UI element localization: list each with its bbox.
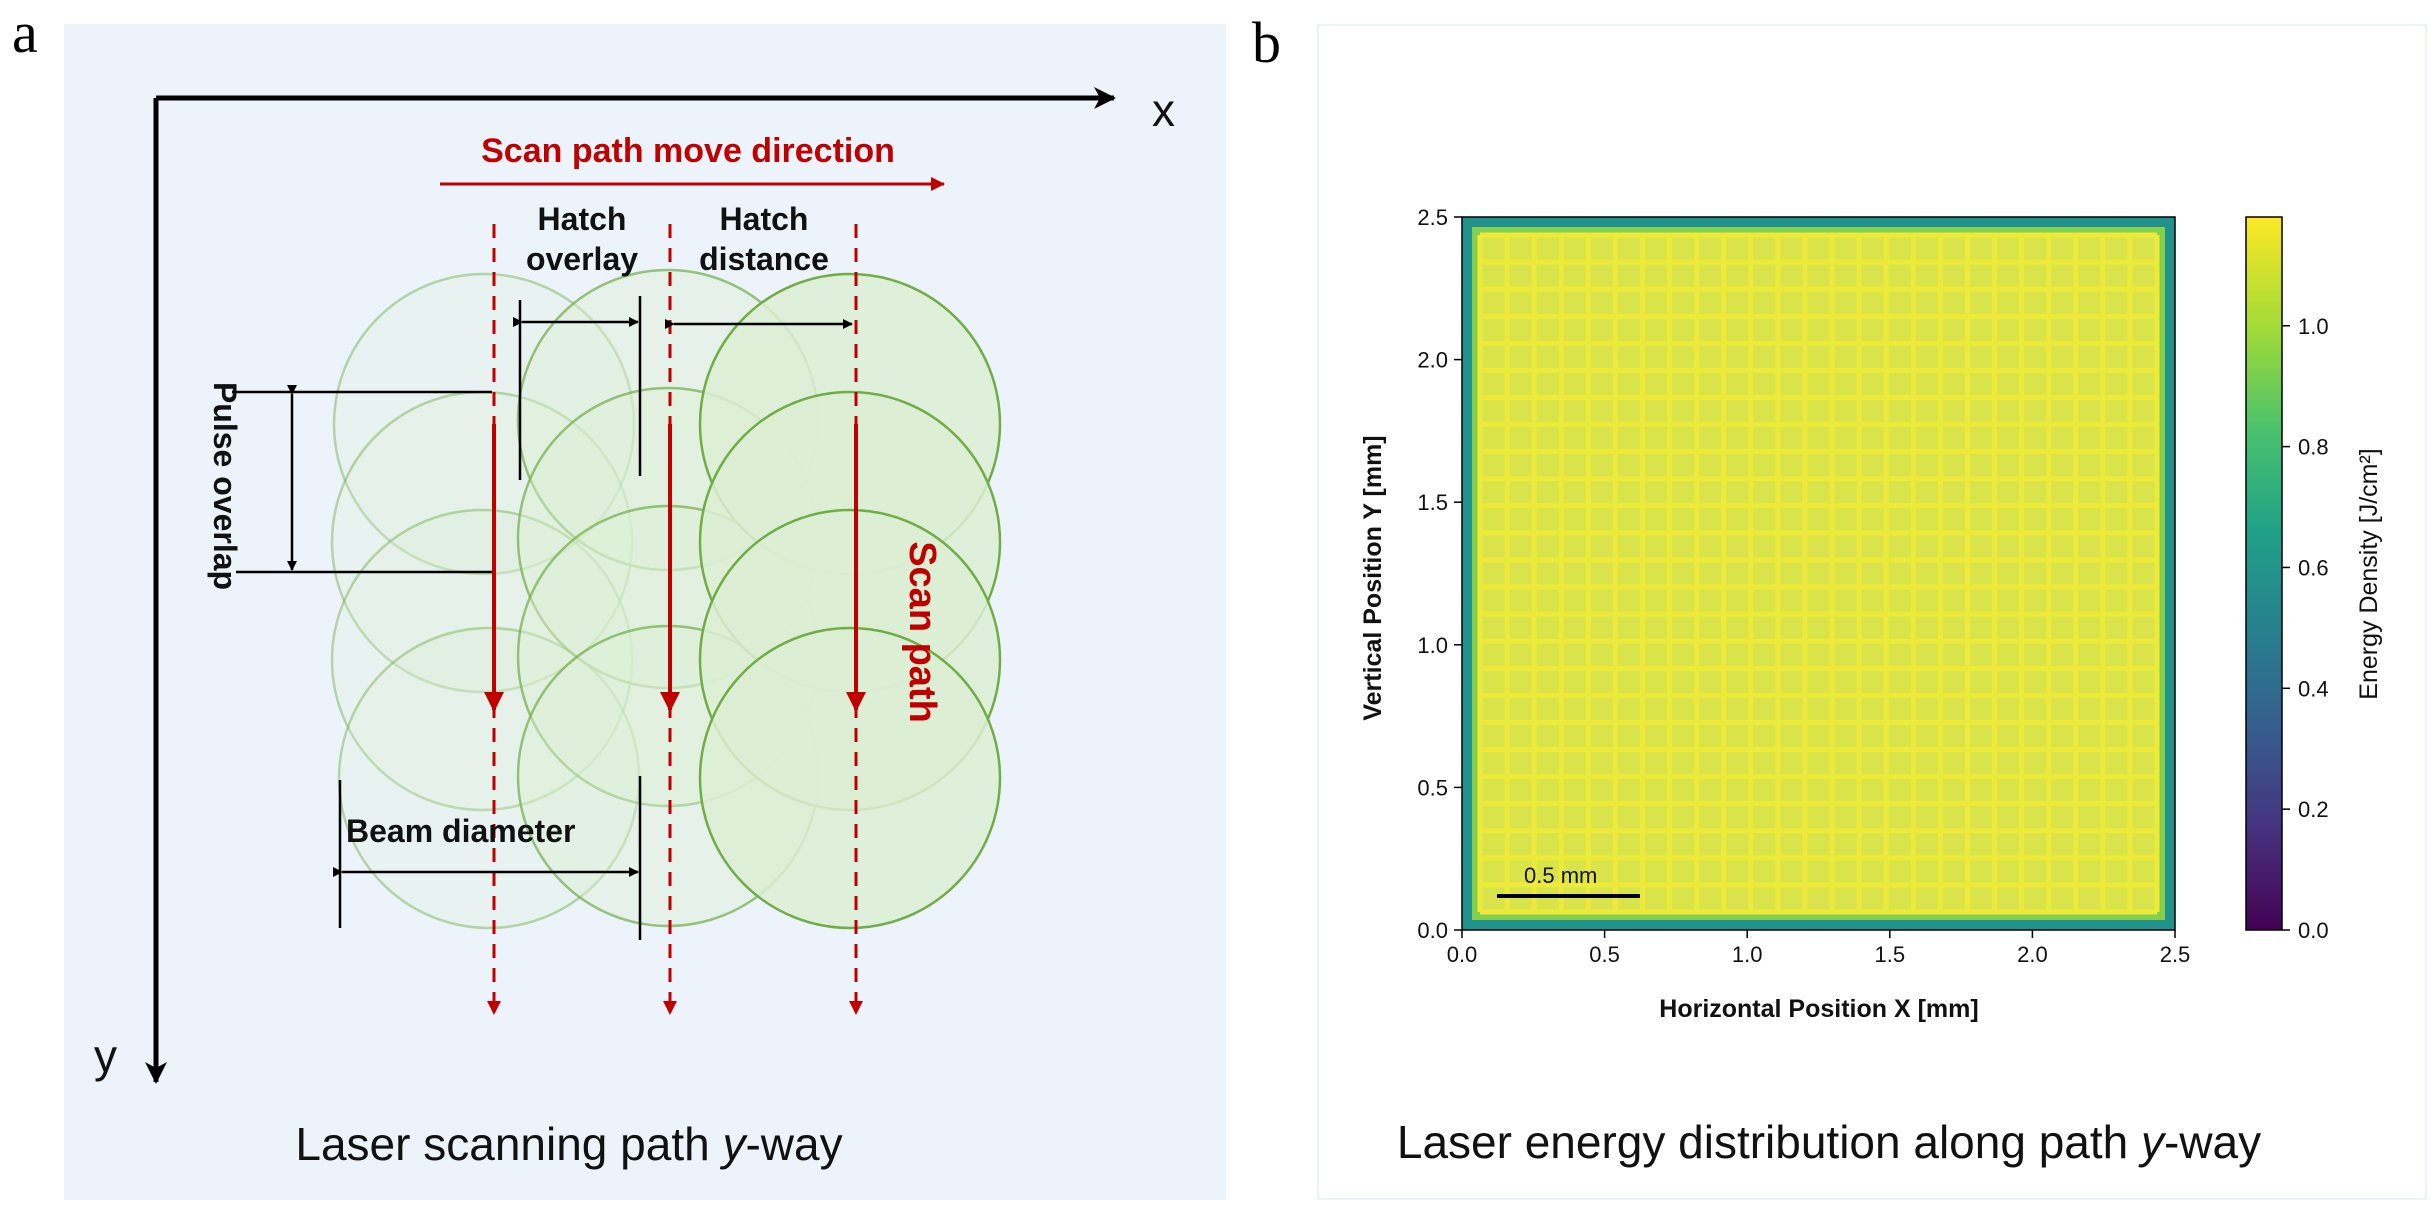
- y-tick-label: 2.5: [1417, 205, 1448, 230]
- x-tick-label: 0.5: [1589, 942, 1620, 967]
- panel-a-caption: Laser scanning path y-way: [295, 1118, 842, 1170]
- beam-spot: [698, 626, 1002, 930]
- caption-prefix: Laser scanning path: [295, 1118, 722, 1170]
- colorbar: [2245, 216, 2283, 931]
- caption-prefix: Laser energy distribution along path: [1397, 1116, 2141, 1168]
- x-tick-label: 1.0: [1732, 942, 1763, 967]
- energy-heatmap-svg: 0.0 0.5 1.0 1.5 2.0 2.5 0.0 0.5 1.0 1.5 2.0 2.5 Hor…: [1359, 205, 2383, 1168]
- scan-move-direction-label: Scan path move direction: [481, 132, 895, 170]
- panel-b-letter: b: [1252, 10, 1281, 75]
- y-tick-label: 0.5: [1417, 775, 1448, 800]
- beam-spot: [332, 272, 636, 576]
- x-tick-label: 2.0: [2017, 942, 2048, 967]
- plot-frame: [1461, 216, 2176, 931]
- axis-y-label: y: [94, 1030, 117, 1082]
- y-tick-label: 0.0: [1417, 918, 1448, 943]
- colorbar-tick-label: 0.2: [2298, 797, 2329, 822]
- y-tick-label: 2.0: [1417, 348, 1448, 373]
- x-axis-title: Horizontal Position X [mm]: [1659, 995, 1978, 1023]
- caption-italic: y: [719, 1118, 748, 1170]
- beam-spots-column-3: [698, 272, 1002, 930]
- panel-a-letter: a: [12, 0, 38, 65]
- colorbar-label: Energy Density [J/cm²]: [2355, 448, 2383, 699]
- y-axis-title: Vertical Position Y [mm]: [1359, 435, 1387, 720]
- colorbar-tick-label: 0.4: [2298, 676, 2329, 701]
- beam-diameter-label: Beam diameter: [346, 813, 575, 849]
- scale-bar-label: 0.5 mm: [1524, 863, 1597, 888]
- heatmap-field: [1480, 235, 2157, 912]
- y-tick-label: 1.5: [1417, 490, 1448, 515]
- colorbar-tick-label: 0.6: [2298, 555, 2329, 580]
- hatch-distance-label-line2: distance: [699, 241, 829, 277]
- hatch-distance-label-line1: Hatch: [720, 201, 809, 237]
- caption-suffix: -way: [2164, 1116, 2261, 1168]
- energy-distribution-panel: 0.0 0.5 1.0 1.5 2.0 2.5 0.0 0.5 1.0 1.5 2.0 2.5 Hor…: [1317, 24, 2427, 1200]
- y-tick-label: 1.0: [1417, 633, 1448, 658]
- beam-diameter-dimension: [333, 776, 642, 940]
- colorbar-ticks: 0.0 0.2 0.4 0.6 0.8 1.0: [2282, 314, 2329, 943]
- axis-x-label: x: [1152, 84, 1175, 136]
- scanning-diagram-svg: x y Scan path move direction: [94, 84, 1175, 1170]
- caption-italic: y: [2138, 1116, 2167, 1168]
- scan-path-label: Scan path: [901, 541, 943, 723]
- laser-scanning-diagram: x y Scan path move direction: [64, 24, 1226, 1200]
- heatmap-axes: 0.0 0.5 1.0 1.5 2.0 2.5 0.0 0.5 1.0 1.5 2.0 2.5: [1417, 205, 2190, 967]
- x-tick-label: 2.5: [2160, 942, 2191, 967]
- beam-spot: [330, 508, 634, 812]
- x-tick-label: 1.5: [1875, 942, 1906, 967]
- panel-b-caption: Laser energy distribution along path y-w…: [1397, 1116, 2261, 1168]
- pulse-overlap-dimension: [232, 385, 492, 574]
- colorbar-tick-label: 0.8: [2298, 435, 2329, 460]
- hatch-overlay-label-line2: overlay: [526, 241, 638, 277]
- colorbar-tick-label: 1.0: [2298, 314, 2329, 339]
- beam-spots-column-1: [330, 272, 641, 930]
- pulse-overlap-label: Pulse overlap: [207, 382, 243, 590]
- hatch-dimension-lines: [513, 296, 853, 480]
- x-tick-label: 0.0: [1447, 942, 1478, 967]
- heatmap: [1462, 217, 2175, 930]
- scan-paths: [484, 224, 866, 1015]
- hatch-overlay-label-line1: Hatch: [538, 201, 627, 237]
- colorbar-tick-label: 0.0: [2298, 918, 2329, 943]
- caption-suffix: -way: [745, 1118, 842, 1170]
